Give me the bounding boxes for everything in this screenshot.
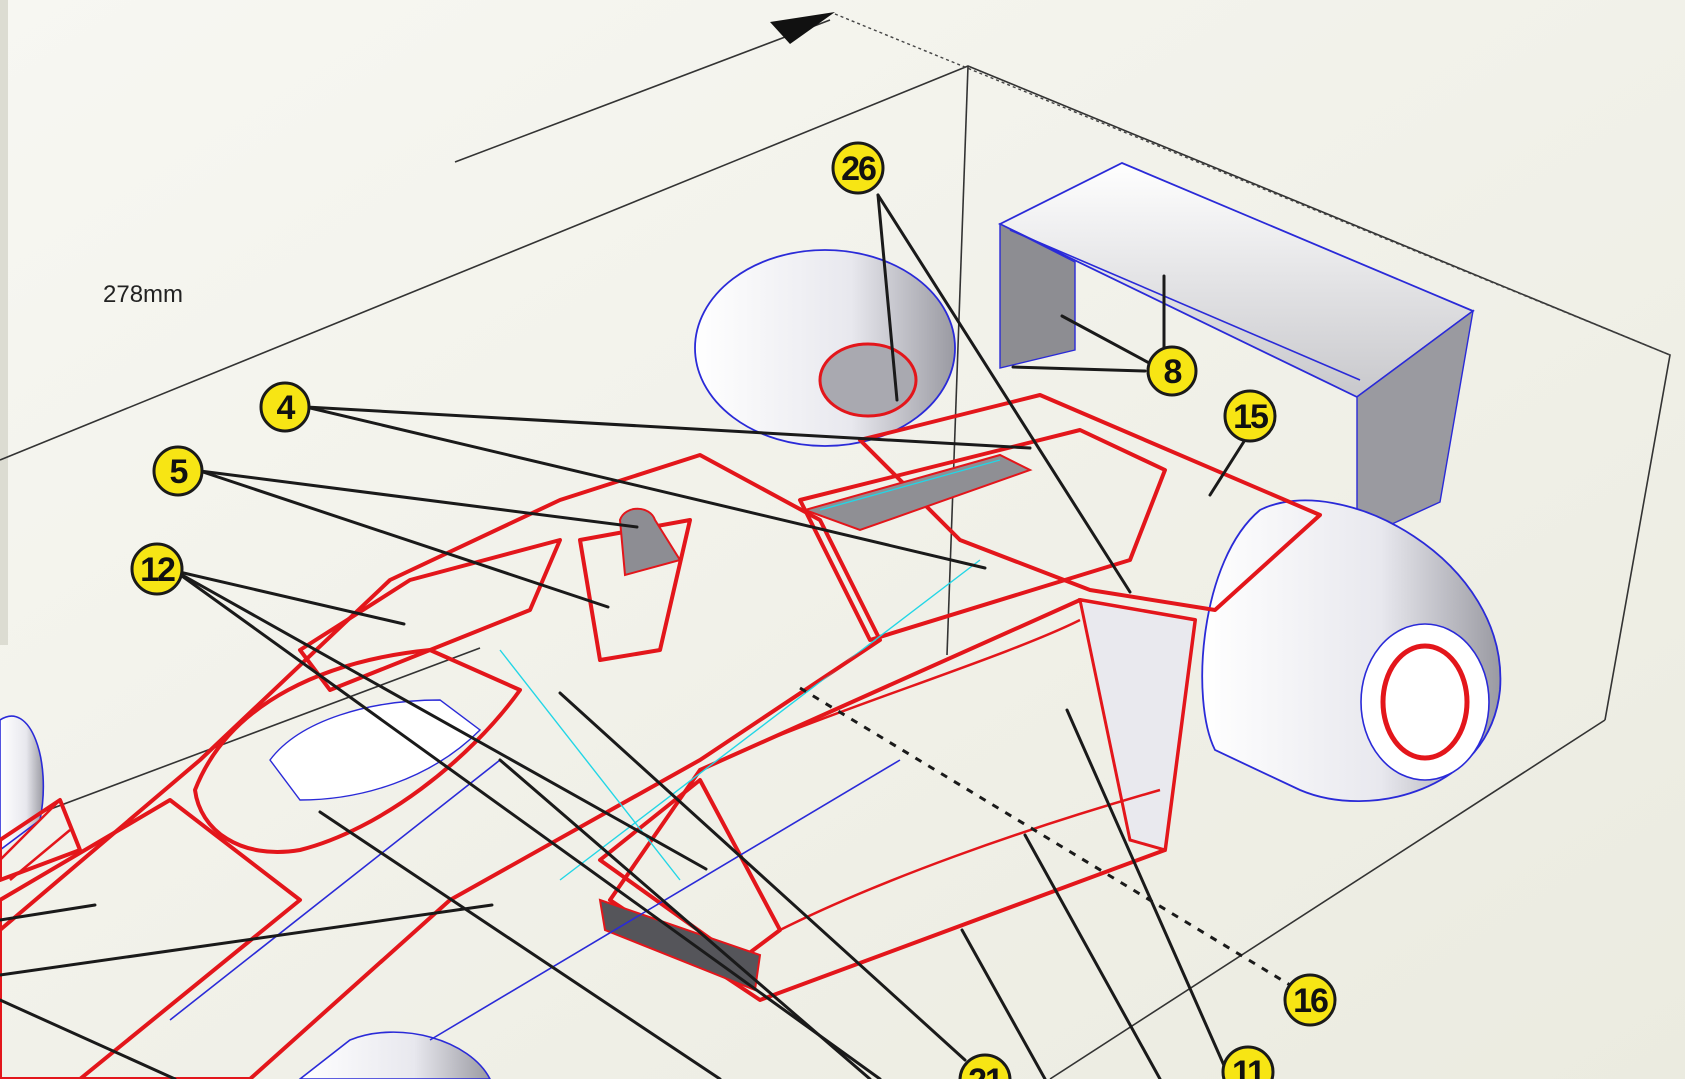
nose [0, 798, 302, 1079]
callout-8: 8 [1146, 345, 1198, 397]
chassis [0, 453, 882, 1079]
svg-text:26: 26 [841, 150, 876, 188]
svg-text:12: 12 [140, 551, 175, 589]
callout-4: 4 [259, 381, 311, 433]
callout-21: 21 [958, 1053, 1012, 1079]
callout-5: 5 [152, 445, 204, 497]
callout-12: 12 [130, 542, 184, 596]
callout-11: 11 [1221, 1045, 1275, 1079]
leader-lines [0, 193, 1291, 1079]
svg-text:21: 21 [968, 1062, 1003, 1079]
svg-text:16: 16 [1293, 982, 1328, 1020]
callout-26: 26 [831, 141, 885, 195]
rear-right-tire [1201, 499, 1502, 802]
rear-wing [997, 162, 1475, 542]
svg-text:11: 11 [1232, 1054, 1265, 1079]
bounding-box [0, 12, 1671, 1079]
svg-text:15: 15 [1233, 398, 1268, 436]
dimension-arrow-head [770, 12, 835, 44]
callout-15: 15 [1223, 389, 1277, 443]
dimension-label: 278mm [103, 281, 183, 308]
accent-edges [169, 459, 1001, 1041]
svg-text:5: 5 [170, 453, 188, 491]
left-panel-strip [0, 0, 8, 645]
front-right-tire [298, 1031, 491, 1079]
svg-text:4: 4 [277, 389, 296, 427]
rear-left-tire [694, 249, 956, 447]
svg-text:8: 8 [1164, 353, 1182, 391]
callout-16: 16 [1283, 973, 1337, 1027]
